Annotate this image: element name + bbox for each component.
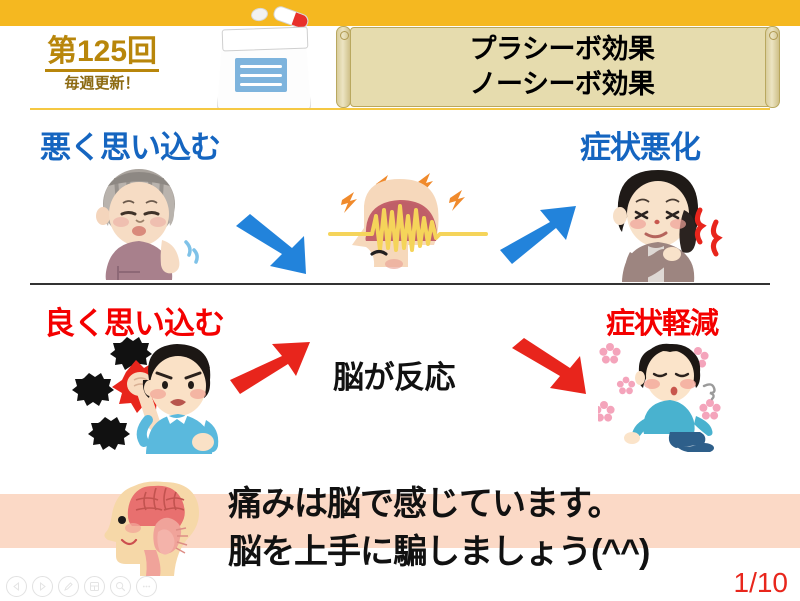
triangle-right-icon	[40, 582, 46, 591]
page-indicator: 1/10	[733, 567, 789, 598]
label-bad-thinking: 悪く思い込む	[40, 130, 221, 165]
bottom-message: 痛みは脳で感じています。 脳を上手に騙しましょう(^^)	[228, 480, 650, 577]
previous-slide-button[interactable]	[6, 576, 27, 597]
pen-tool-button[interactable]	[58, 576, 79, 597]
scroll-roll-right-icon	[765, 26, 780, 108]
header-color-band	[0, 0, 800, 26]
bottom-message-line-2: 脳を上手に騙しましょう(^^)	[228, 533, 650, 572]
issue-number: 第125回	[44, 36, 160, 72]
bottom-message-line-1: 痛みは脳で感じています。	[228, 485, 622, 523]
more-options-button[interactable]	[136, 576, 157, 597]
label-good-thinking: 良く思い込む	[44, 306, 225, 341]
round-pill-icon	[249, 6, 270, 23]
medicine-bag-label-icon	[235, 58, 287, 92]
relaxed-happy-boy-illustration	[598, 343, 721, 452]
medicine-illustration	[205, 2, 335, 110]
triangle-left-icon	[13, 582, 19, 591]
title-line-1: プラシーボ効果	[469, 34, 655, 65]
elderly-worried-woman-illustration	[96, 169, 199, 280]
scroll-roll-left-icon	[336, 26, 351, 108]
issue-subtitle: 毎週更新！	[64, 74, 140, 92]
header-divider	[30, 108, 770, 110]
zoom-button[interactable]	[110, 576, 131, 597]
magnifier-icon	[116, 582, 126, 592]
red-arrow-up-right	[230, 342, 310, 394]
head-with-anatomical-brain-illustration	[104, 481, 199, 576]
shoulder-pain-woman-illustration	[613, 170, 723, 282]
section-divider	[30, 283, 770, 285]
label-symptom-relief: 症状軽減	[606, 308, 719, 340]
pencil-icon	[64, 582, 73, 591]
thumbnails-button[interactable]	[84, 576, 105, 597]
scroll-banner: プラシーボ効果 ノーシーボ効果	[336, 26, 780, 108]
title-line-2: ノーシーボ効果	[469, 69, 655, 99]
blue-arrow-down-right	[236, 214, 306, 274]
grid-icon	[90, 582, 99, 591]
medicine-bag-top-icon	[221, 26, 309, 52]
ellipsis-icon	[142, 585, 151, 588]
label-symptom-worsen: 症状悪化	[580, 130, 701, 165]
head-with-brain-waves-illustration	[328, 173, 488, 269]
scroll-banner-paper	[350, 27, 774, 107]
play-slideshow-button[interactable]	[32, 576, 53, 597]
slide-toolbar[interactable]	[6, 576, 157, 597]
issue-block: 第125回 毎週更新！	[22, 36, 182, 92]
label-brain-reacts: 脳が反応	[333, 360, 456, 395]
blue-arrow-up-right	[500, 206, 576, 264]
slide-title: プラシーボ効果 ノーシーボ効果	[350, 27, 774, 107]
boy-punching-germs-illustration	[72, 337, 219, 454]
red-arrow-down-right	[512, 338, 586, 394]
